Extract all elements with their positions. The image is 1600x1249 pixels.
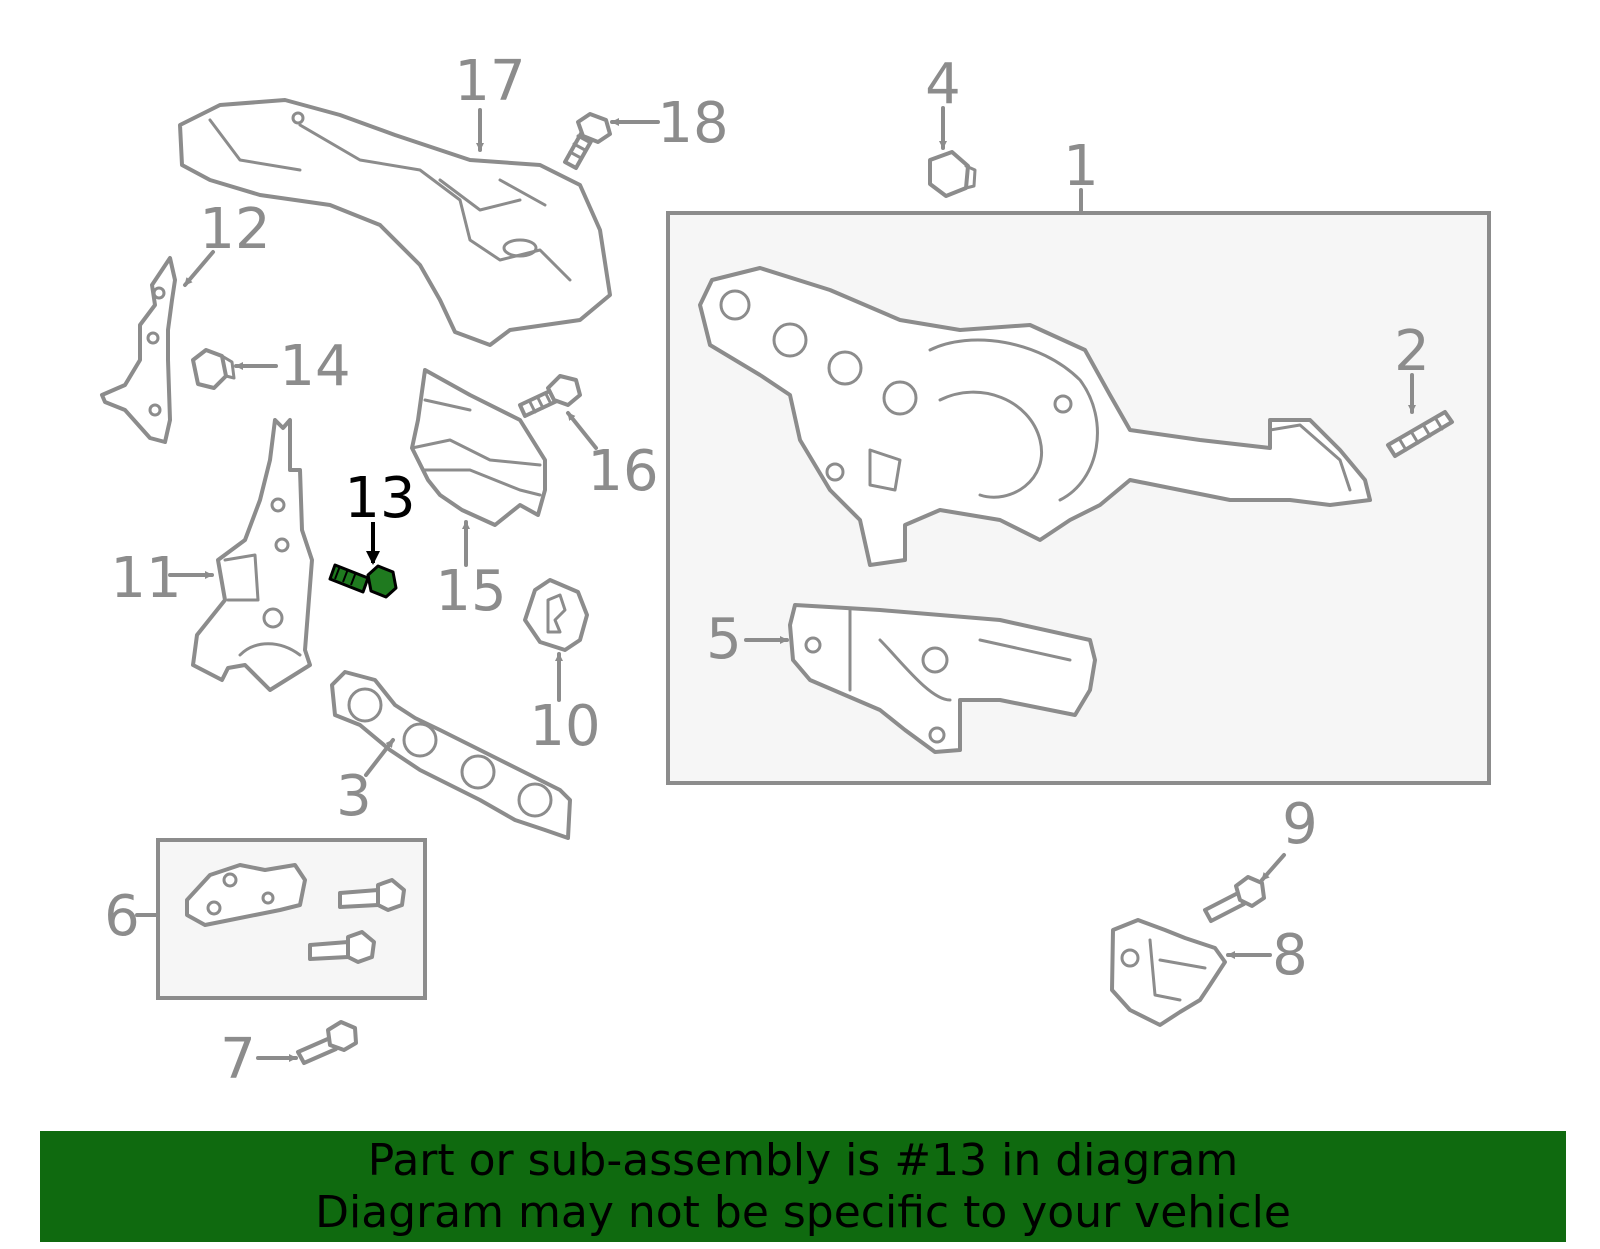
callout-8[interactable]: 8 [1272, 923, 1308, 988]
callout-17[interactable]: 17 [454, 49, 525, 114]
banner-line-2: Diagram may not be specific to your vehi… [315, 1186, 1291, 1238]
heat-insulator-part-17 [178, 98, 612, 347]
insulator-part-15 [410, 368, 547, 527]
callout-2[interactable]: 2 [1394, 319, 1430, 384]
bolt-part-16 [518, 374, 582, 418]
callout-12[interactable]: 12 [199, 197, 270, 262]
banner-line-1: Part or sub-assembly is #13 in diagram [367, 1134, 1239, 1186]
callout-7[interactable]: 7 [220, 1027, 256, 1092]
bolt-part-9 [1203, 875, 1266, 923]
callout-5[interactable]: 5 [706, 607, 742, 672]
callout-14[interactable]: 14 [279, 334, 350, 399]
callout-18[interactable]: 18 [657, 91, 728, 156]
kit-contents-part-6 [185, 863, 406, 964]
callout-9[interactable]: 9 [1282, 792, 1318, 857]
callout-4[interactable]: 4 [925, 52, 961, 117]
nut-part-4 [928, 150, 977, 198]
callout-13-selected[interactable]: 13 [344, 466, 415, 531]
bolt-part-7 [296, 1020, 358, 1065]
gasket-part-3 [330, 670, 572, 840]
bracket-part-12 [100, 256, 177, 444]
notice-banner: Part or sub-assembly is #13 in diagram D… [40, 1131, 1566, 1242]
callout-10[interactable]: 10 [529, 694, 600, 759]
bolt-part-18 [563, 112, 612, 170]
exhaust-manifold-part-1 [698, 266, 1372, 567]
callout-11[interactable]: 11 [110, 546, 181, 611]
callout-6[interactable]: 6 [104, 884, 140, 949]
callout-1[interactable]: 1 [1063, 134, 1099, 199]
callout-15[interactable]: 15 [435, 559, 506, 624]
bolt-part-13-highlighted[interactable] [328, 563, 398, 599]
callout-3[interactable]: 3 [336, 764, 372, 829]
stud-part-2 [1386, 410, 1454, 458]
bracket-part-8 [1110, 918, 1227, 1027]
callout-16[interactable]: 16 [587, 439, 658, 504]
nut-part-14 [191, 348, 236, 390]
heat-shield-part-5 [788, 603, 1097, 754]
hanger-part-10 [523, 578, 589, 652]
lower-insulator-part-11 [191, 418, 314, 692]
